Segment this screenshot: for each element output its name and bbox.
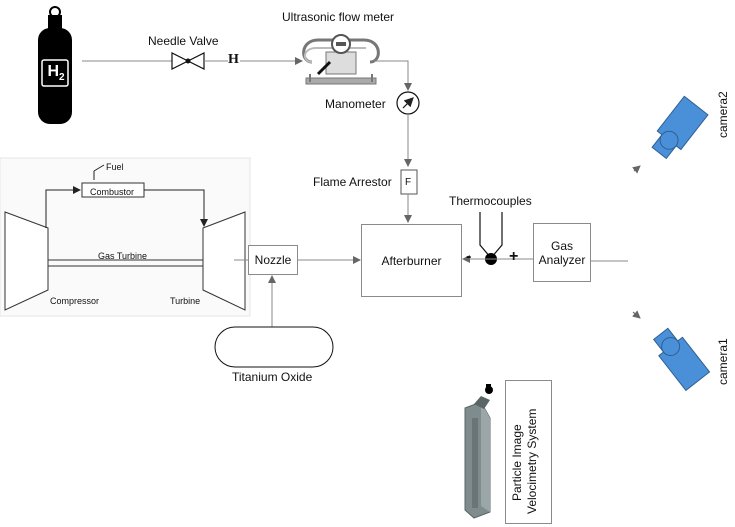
flame-arrestor-box [400,169,418,195]
h2-label: H2 [47,63,65,84]
gas-analyzer-label-line2: Analyzer [538,252,586,267]
gas-turbine-label: Gas Turbine [98,251,148,261]
camera2-label: camera2 [716,91,730,138]
fuel-label: Fuel [106,162,124,172]
thermocouple-symbol [479,212,503,265]
camera2-symbol [651,95,709,160]
h2-cylinder [38,6,72,124]
piv-laser-symbol [464,384,493,519]
gas-analyzer-box: Gas Analyzer [533,223,591,282]
thermocouples-label: Thermocouples [449,194,532,208]
combustor-label: Combustor [90,187,135,197]
line-meter-to-manometer [374,60,412,91]
flame-arrestor-label: Flame Arrestor [313,175,392,189]
camera1-label: camera1 [716,338,730,385]
needle-valve-symbol [171,52,205,70]
piv-label-line2: Velocimetry System [525,408,539,514]
needle-valve-label: Needle Valve [148,34,219,48]
compressor-label: Compressor [50,296,100,306]
minus-sign: - [466,248,472,265]
turbine-label: Turbine [170,296,201,306]
manometer-label: Manometer [325,97,386,111]
inline-filter-label: H [228,52,239,67]
camera1-symbol [652,327,711,392]
nozzle-label: Nozzle [254,253,292,267]
flame-arrestor-symbol-label: F [405,177,412,188]
piv-label-box [505,380,552,524]
nozzle-box: Nozzle [248,245,298,275]
titanium-oxide-tank [214,326,334,368]
gas-turbine-inset [0,157,251,317]
gas-analyzer-label-line1: Gas [550,238,573,253]
titanium-oxide-label: Titanium Oxide [232,370,313,384]
flow-meter-label: Ultrasonic flow meter [282,10,395,24]
piv-label-line1: Particle Image [510,424,524,501]
manometer-symbol [396,91,420,115]
flow-meter-symbol [302,34,380,85]
afterburner-box: Afterburner [361,224,462,297]
plus-sign: + [509,248,519,265]
afterburner-label: Afterburner [381,253,442,268]
